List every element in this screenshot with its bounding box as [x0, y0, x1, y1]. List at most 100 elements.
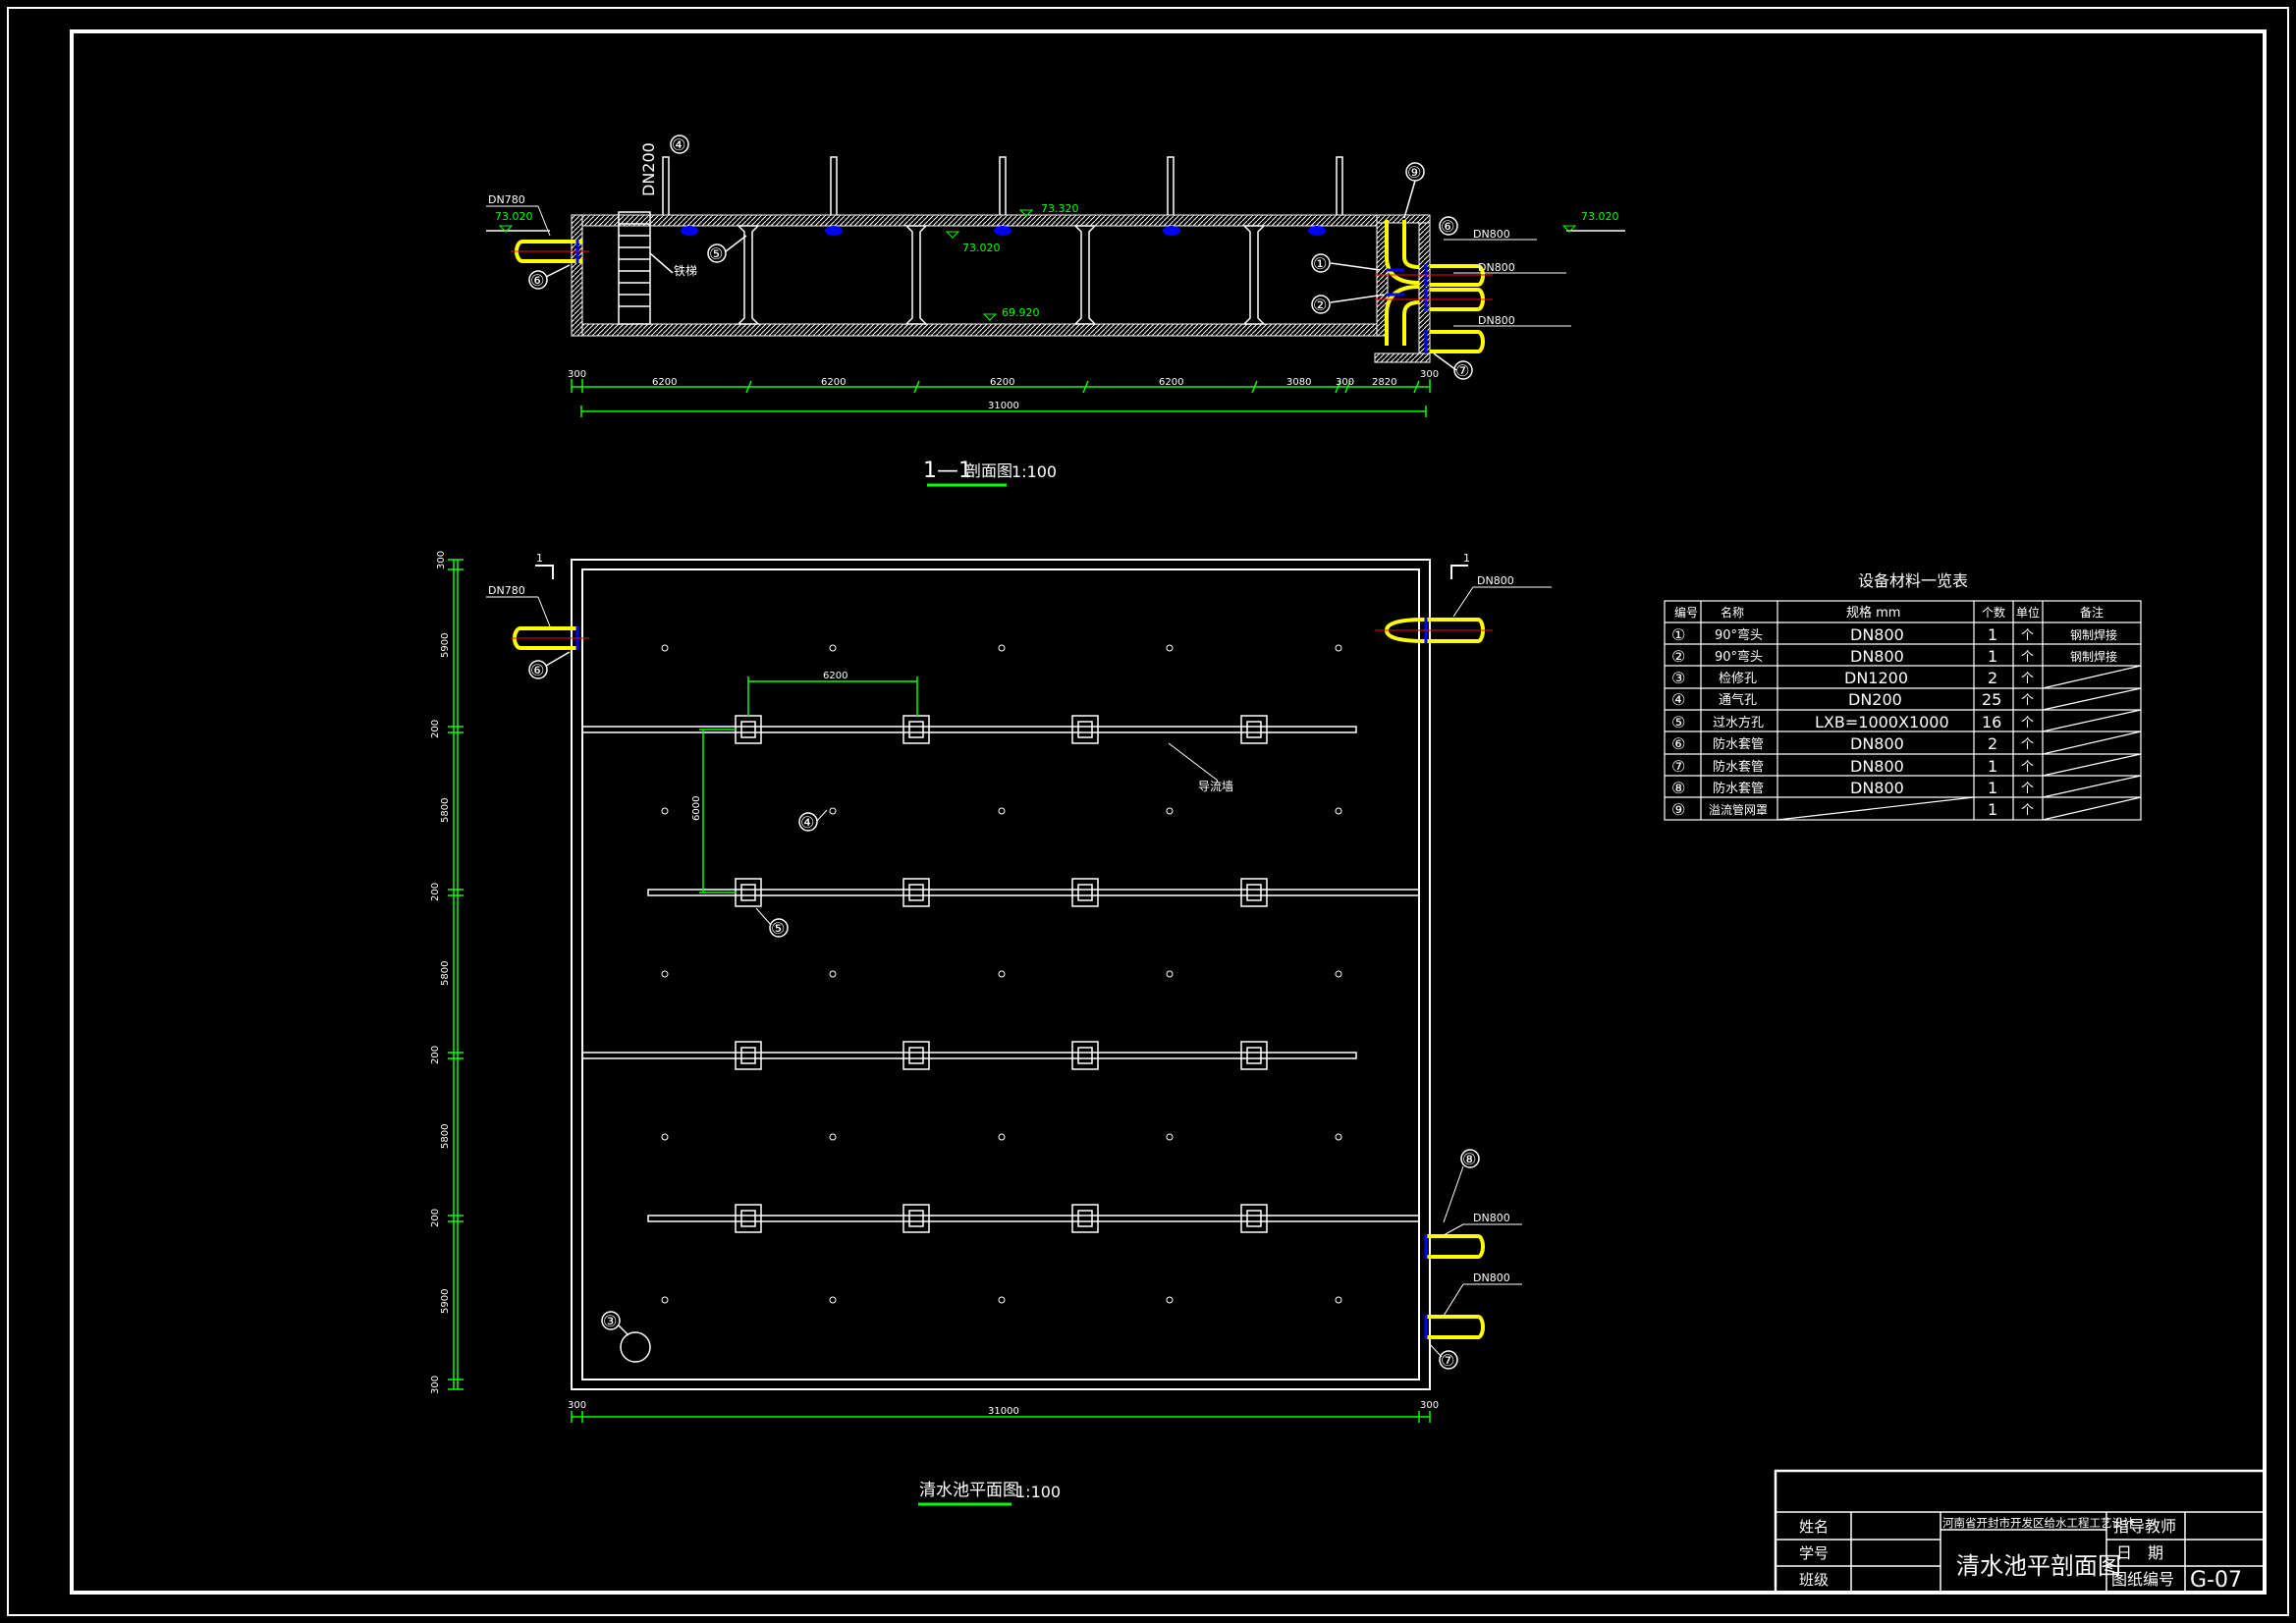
tb-drawing-name: 清水池平剖面图 — [1956, 1552, 2121, 1580]
plan-dim-span: 6200 — [823, 671, 847, 681]
plan-cut-marks — [535, 565, 1468, 579]
table-row: ③ 检修孔 DN1200 2 个 — [1671, 669, 2034, 687]
table-cell: 溢流管网罩 — [1709, 802, 1768, 817]
table-cell: DN800 — [1850, 757, 1904, 776]
table-cell: DN800 — [1850, 734, 1904, 753]
table-cell: 个 — [2021, 760, 2034, 775]
table-cell: 防水套管 — [1713, 781, 1764, 796]
table-cell: 90°弯头 — [1715, 627, 1763, 643]
table-header-note: 备注 — [2080, 605, 2104, 620]
plan-markers — [528, 651, 1480, 1370]
table-header-unit: 单位 — [2016, 605, 2040, 620]
sec-dim-4: 6200 — [1159, 377, 1183, 388]
table-cell: ⑦ — [1671, 757, 1685, 776]
sheet-inner-border — [70, 29, 2267, 1595]
equipment-table: 设备材料一览表 编号 名称 规格 mm 个数 单位 备注 ① 90°弯头 DN8… — [1664, 571, 2142, 821]
plan-left-dim-1: 5900 — [440, 633, 451, 658]
table-title: 设备材料一览表 — [1858, 571, 1968, 590]
section-markers — [528, 135, 1473, 380]
plan-vent-holes — [620, 644, 1342, 1363]
table-cell: 个 — [2021, 737, 2034, 752]
sec-dim-0: 300 — [568, 369, 586, 380]
sheet-outer-border — [7, 7, 2289, 1616]
table-cell: 个 — [2021, 716, 2034, 730]
table-cell: 1 — [1988, 779, 1997, 797]
plan-centerlines — [511, 629, 1493, 639]
section-columns — [737, 225, 1266, 325]
sec-dim-6: 300 — [1336, 377, 1354, 388]
tb-class-label: 班级 — [1799, 1571, 1829, 1589]
tb-student-label: 学号 — [1799, 1544, 1829, 1562]
table-cell: ⑨ — [1671, 800, 1685, 819]
table-row: ② 90°弯头 DN800 1 个 钢制焊接 — [1671, 647, 2117, 666]
plan-bottom-dim-2: 300 — [1420, 1400, 1439, 1411]
plan-left-dim-4: 200 — [430, 883, 441, 901]
sec-dim-2: 6200 — [821, 377, 846, 388]
table-cell: 25 — [1982, 690, 2001, 709]
tb-number-label: 图纸编号 — [2111, 1570, 2174, 1589]
plan-left-dim-3: 5800 — [440, 798, 451, 823]
table-cell: 个 — [2021, 628, 2034, 643]
plan-title-text: 清水池平面图 — [919, 1481, 1019, 1500]
table-cell: DN800 — [1850, 647, 1904, 666]
table-row: ① 90°弯头 DN800 1 个 钢制焊接 — [1671, 625, 2117, 644]
table-cell: 2 — [1988, 669, 1997, 687]
table-row: ④ 通气孔 DN200 25 个 — [1671, 690, 2034, 709]
plan-outlet-label-2: DN800 — [1473, 1212, 1510, 1224]
table-cell: 过水方孔 — [1713, 715, 1764, 730]
section-outlet-label-3: DN800 — [1478, 314, 1515, 327]
tb-name-label: 姓名 — [1799, 1518, 1829, 1536]
title-block-grid — [1774, 1469, 2267, 1595]
sec-dim-7: 2820 — [1372, 377, 1396, 388]
section-title-scale: 1:100 — [1011, 462, 1057, 481]
title-block: 姓名 学号 班级 河南省开封市开发区给水工程工艺设计 清水池平剖面图 指导教师 … — [1774, 1469, 2267, 1595]
marker-1-sec: ① — [1313, 254, 1327, 273]
plan-view: 1 1 DN780 DN800 DN800 DN800 导流墙 ⑥ ④ ⑤ ③ … — [430, 551, 1552, 1506]
table-cell: 检修孔 — [1719, 672, 1757, 686]
section-leaders — [486, 205, 1571, 327]
table-cell: 个 — [2021, 693, 2034, 708]
marker-3-plan: ③ — [603, 1312, 617, 1330]
table-cell: ② — [1671, 647, 1685, 666]
table-cell: ⑥ — [1671, 734, 1685, 753]
table-cell: 1 — [1988, 800, 1997, 819]
section-outlet-label-1: DN800 — [1473, 228, 1510, 241]
table-cell: 1 — [1988, 757, 1997, 776]
plan-outlet-label-3: DN800 — [1473, 1271, 1510, 1284]
section-title-text: 剖面图 — [965, 461, 1012, 480]
table-cell: 个 — [2021, 782, 2034, 796]
section-ladder — [618, 211, 674, 325]
table-cell: 90°弯头 — [1715, 649, 1763, 665]
elev-triangles — [498, 209, 1577, 321]
vent-pipe-label: DN200 — [639, 142, 658, 196]
sec-dim-8: 300 — [1420, 369, 1439, 380]
plan-left-dim-8: 200 — [430, 1209, 441, 1227]
guide-wall-label: 导流墙 — [1198, 780, 1233, 793]
marker-6-plan: ⑥ — [530, 661, 544, 679]
marker-4-sec: ④ — [672, 135, 685, 154]
plan-left-dim-5: 5800 — [440, 961, 451, 986]
plan-left-dim-9: 5900 — [440, 1289, 451, 1314]
plan-bottom-dim-0: 300 — [568, 1400, 586, 1411]
table-row: ⑦ 防水套管 DN800 1 个 — [1671, 757, 2034, 776]
sec-dim-5: 3080 — [1286, 377, 1311, 388]
table-cell: DN800 — [1850, 625, 1904, 644]
section-dimension-lines — [571, 379, 1431, 417]
cut-mark-right: 1 — [1463, 552, 1470, 565]
sec-dim-1: 6200 — [652, 377, 677, 388]
marker-7-plan: ⑦ — [1441, 1351, 1454, 1370]
cut-mark-left: 1 — [536, 552, 543, 565]
plan-inner-wall — [581, 568, 1420, 1380]
table-cell: ⑧ — [1671, 779, 1685, 797]
sec-dim-total: 31000 — [988, 401, 1019, 411]
table-cell: 个 — [2021, 650, 2034, 665]
section-title-num: 1—1 — [923, 459, 972, 483]
outlet-centerlines — [1375, 274, 1493, 300]
table-cell: 钢制焊接 — [2070, 627, 2117, 642]
plan-outlet-label-1: DN800 — [1477, 574, 1514, 587]
section-inlet-label: DN780 — [488, 193, 525, 206]
elev-top: 73.320 — [1041, 202, 1079, 215]
section-sump-bottom — [1374, 352, 1431, 363]
tb-number: G-07 — [2190, 1568, 2242, 1593]
